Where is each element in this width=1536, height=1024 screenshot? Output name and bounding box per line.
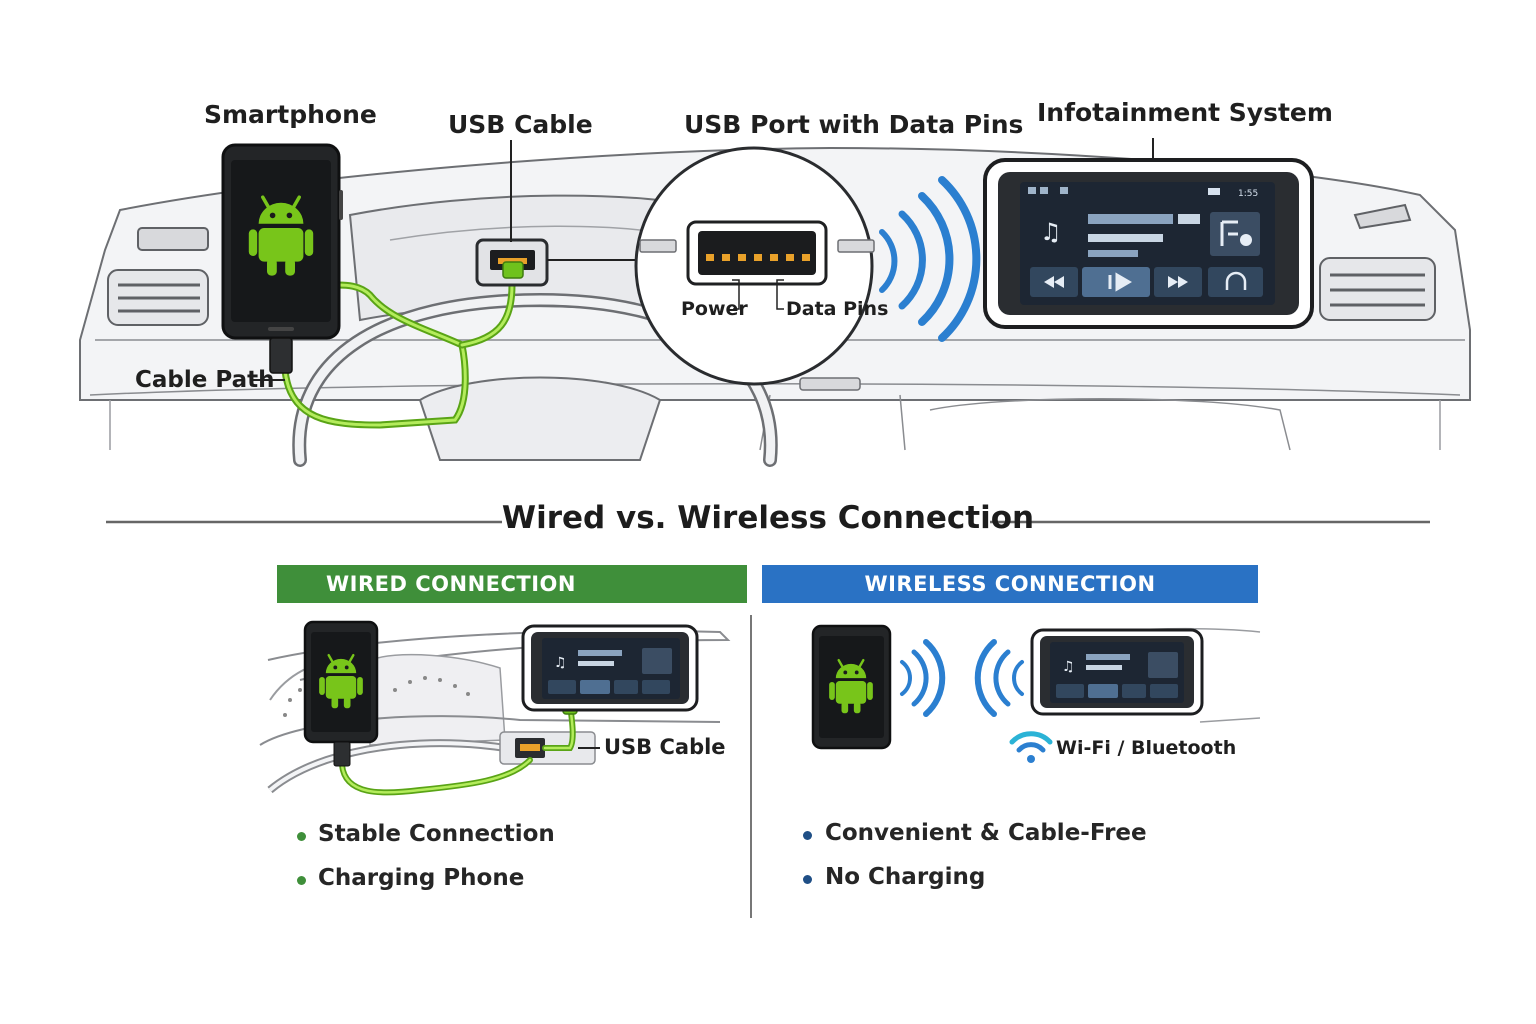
section-title: Wired vs. Wireless Connection (501, 500, 1035, 536)
infotainment-system: 1:55 ♫ (983, 138, 1314, 329)
cable-path-label: Cable Path (135, 367, 275, 393)
wireless-signal (879, 176, 981, 342)
music-note-icon: ♫ (1040, 218, 1062, 246)
screen-time: 1:55 (1238, 189, 1258, 199)
bullet (297, 876, 306, 885)
smartphone (221, 143, 343, 374)
wireless-illustration: ♫ (811, 624, 1261, 763)
wired-feature-2: Charging Phone (318, 865, 525, 891)
wired-banner: WIRED CONNECTION (277, 565, 747, 603)
music-note-icon: ♫ (1062, 659, 1075, 675)
wireless-feature-1: Convenient & Cable-Free (825, 820, 1147, 846)
wireless-feature-2: No Charging (825, 864, 986, 890)
cable-path (281, 281, 516, 429)
bullet (297, 832, 306, 841)
wired-feature-1: Stable Connection (318, 821, 555, 847)
usb-port-label: USB Port with Data Pins (684, 110, 1024, 139)
music-note-icon: ♫ (554, 655, 567, 671)
wired-usb-cable-label: USB Cable (604, 735, 726, 759)
fast-forward-icon (1168, 276, 1188, 288)
bullet (803, 831, 812, 840)
wifi-icon (1009, 731, 1053, 763)
wired-illustration: ♫ (259, 620, 731, 796)
bullet (803, 875, 812, 884)
power-label: Power (681, 298, 748, 320)
wireless-banner: WIRELESS CONNECTION (762, 565, 1258, 603)
data-pins-label: Data Pins (786, 298, 889, 320)
data-pins (706, 254, 810, 261)
smartphone-label: Smartphone (204, 100, 377, 129)
infotainment-label: Infotainment System (1037, 98, 1333, 127)
wireless-link-label: Wi-Fi / Bluetooth (1056, 737, 1237, 759)
play-pause-icon (1108, 272, 1132, 292)
rewind-icon (1044, 276, 1064, 288)
usb-port (475, 238, 549, 287)
headphones-icon (1225, 271, 1247, 290)
port-zoom (634, 146, 875, 386)
usb-cable-label: USB Cable (448, 110, 593, 139)
